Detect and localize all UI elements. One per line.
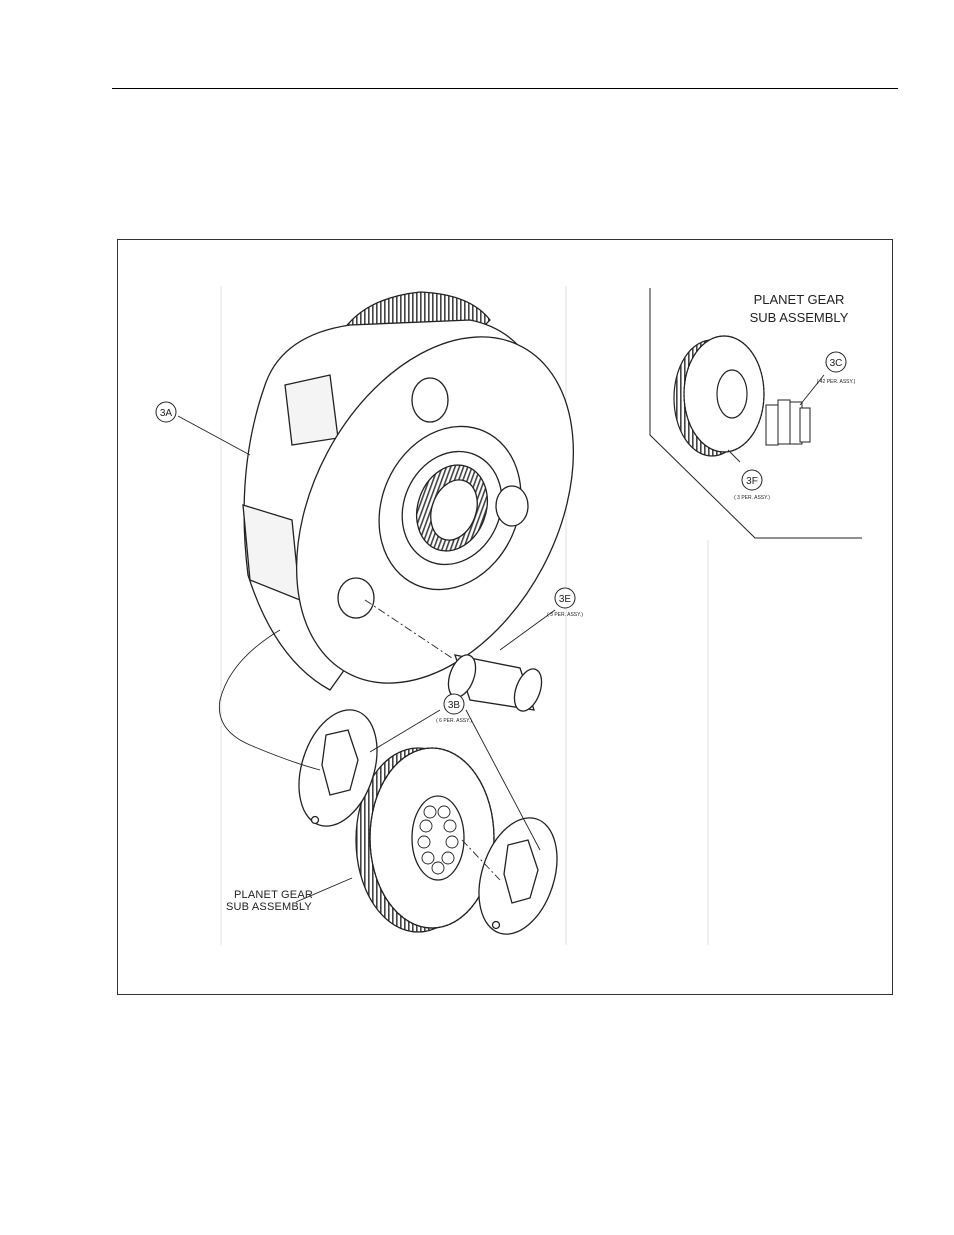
inset-planet-gear [674,336,764,456]
svg-text:( 6 PER. ASSY.): ( 6 PER. ASSY.) [436,718,472,724]
planet-gear-label-line1: PLANET GEAR [234,889,313,901]
svg-text:( 3 PER. ASSY.): ( 3 PER. ASSY.) [547,612,583,618]
svg-text:( 3 PER. ASSY.): ( 3 PER. ASSY.) [734,495,770,501]
callout-3A: 3A [156,402,176,422]
svg-text:3B: 3B [448,700,461,711]
svg-text:3F: 3F [746,476,758,487]
carrier-pin-hole-bottom [338,578,374,618]
inset-title-line1: PLANET GEAR [754,292,845,307]
carrier-pin-hole-top [412,378,448,422]
planet-gear-main [356,748,494,932]
svg-text:3E: 3E [559,594,572,605]
carrier-pin-hole-right [496,486,528,526]
svg-text:( 42 PER. ASSY.): ( 42 PER. ASSY.) [817,379,856,385]
inset-roller-bundle [766,400,810,445]
callout-3C: 3C ( 42 PER. ASSY.) [817,352,856,385]
planet-carrier [240,289,629,730]
svg-text:3C: 3C [830,358,843,369]
carrier-window-upper [285,375,338,445]
callout-3F: 3F ( 3 PER. ASSY.) [734,470,770,501]
inset-title-line2: SUB ASSEMBLY [750,310,849,325]
callout-3B: 3B ( 6 PER. ASSY.) [436,694,472,724]
svg-text:3A: 3A [160,408,173,419]
planet-gear-label-line2: SUB ASSEMBLY [226,901,312,913]
callout-3E: 3E ( 3 PER. ASSY.) [547,588,583,618]
